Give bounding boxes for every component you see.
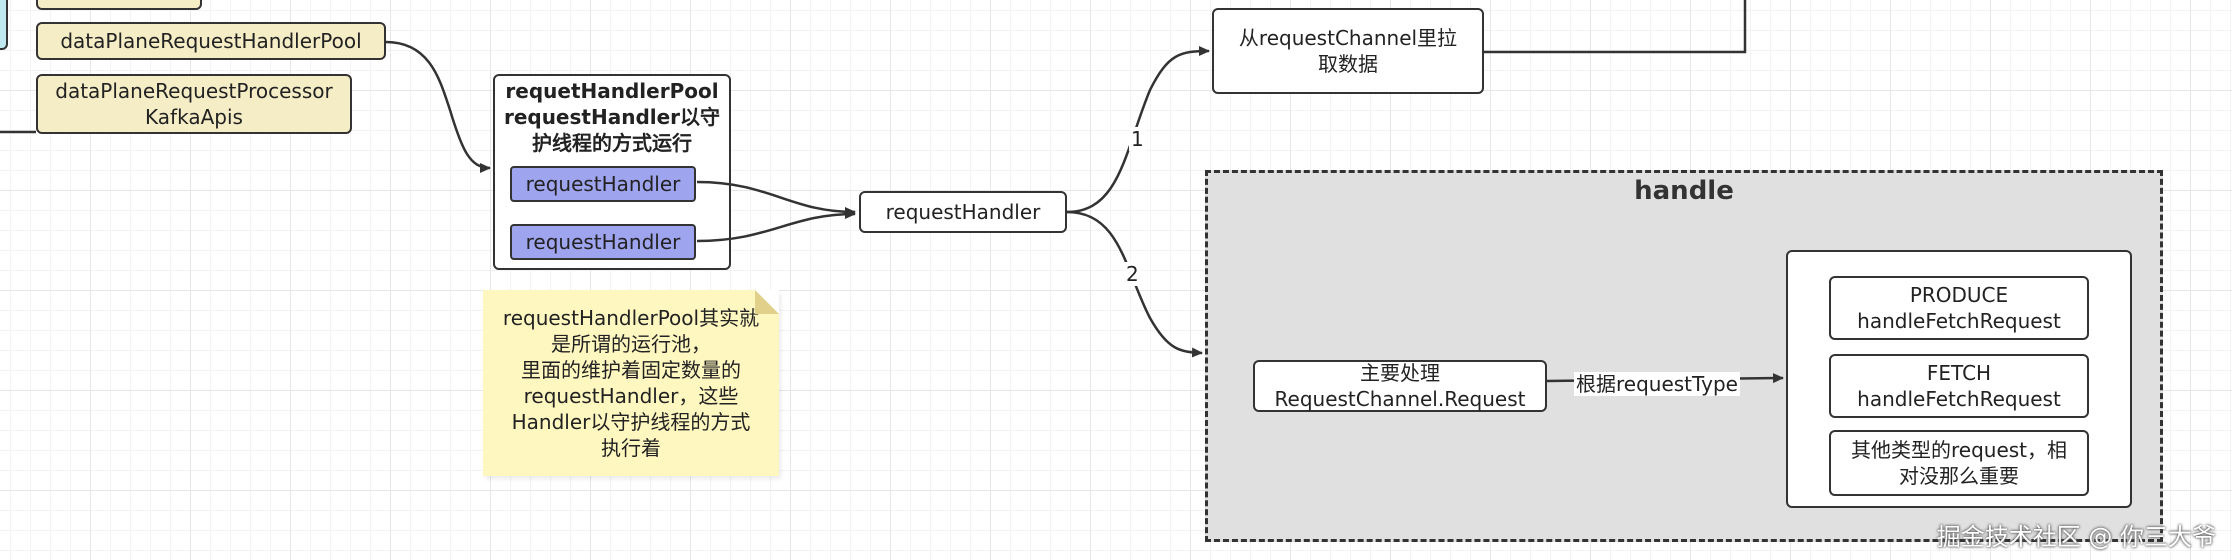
request-handler-a[interactable]: requestHandler bbox=[510, 166, 696, 202]
edge-fetch-right bbox=[1484, 0, 1747, 54]
edge-handler-a bbox=[696, 180, 856, 217]
edge-handler-b bbox=[696, 209, 856, 243]
edge-label-1: 1 bbox=[1129, 127, 1146, 151]
handler-pool-container[interactable]: requetHandlerPool requestHandler以守 护线程的方… bbox=[493, 74, 731, 270]
partial-left-node bbox=[0, 0, 8, 50]
produce-node[interactable]: PRODUCE handleFetchRequest bbox=[1829, 276, 2089, 340]
request-processor-node[interactable]: dataPlaneRequestProcessor KafkaApis bbox=[36, 74, 352, 134]
edge-label-request-type: 根据requestType bbox=[1574, 372, 1740, 396]
handle-group-title: handle bbox=[1634, 176, 1734, 206]
fetch-node[interactable]: FETCH handleFetchRequest bbox=[1829, 354, 2089, 418]
partial-top-node bbox=[36, 0, 202, 10]
handler-pool-node[interactable]: dataPlaneRequestHandlerPool bbox=[36, 22, 386, 60]
handler-pool-container-title: requetHandlerPool requestHandler以守 护线程的方… bbox=[503, 79, 721, 155]
edge-label-2: 2 bbox=[1124, 262, 1141, 286]
main-process-node[interactable]: 主要处理 RequestChannel.Request bbox=[1253, 360, 1547, 412]
other-request-node[interactable]: 其他类型的request，相 对没那么重要 bbox=[1829, 430, 2089, 496]
watermark: 掘金技术社区 @ 你三大爷 bbox=[1936, 523, 2216, 551]
edge-pool-to-container bbox=[385, 40, 491, 173]
sticky-note: requestHandlerPool其实就 是所谓的运行池， 里面的维护着固定数… bbox=[483, 290, 779, 476]
note-fold bbox=[755, 290, 779, 314]
edge-to-fetch bbox=[1066, 46, 1210, 214]
request-handler-node[interactable]: requestHandler bbox=[859, 191, 1067, 233]
request-handler-b[interactable]: requestHandler bbox=[510, 224, 696, 260]
edge-to-handle bbox=[1066, 210, 1203, 358]
fetch-data-node[interactable]: 从requestChannel里拉 取数据 bbox=[1212, 8, 1484, 94]
